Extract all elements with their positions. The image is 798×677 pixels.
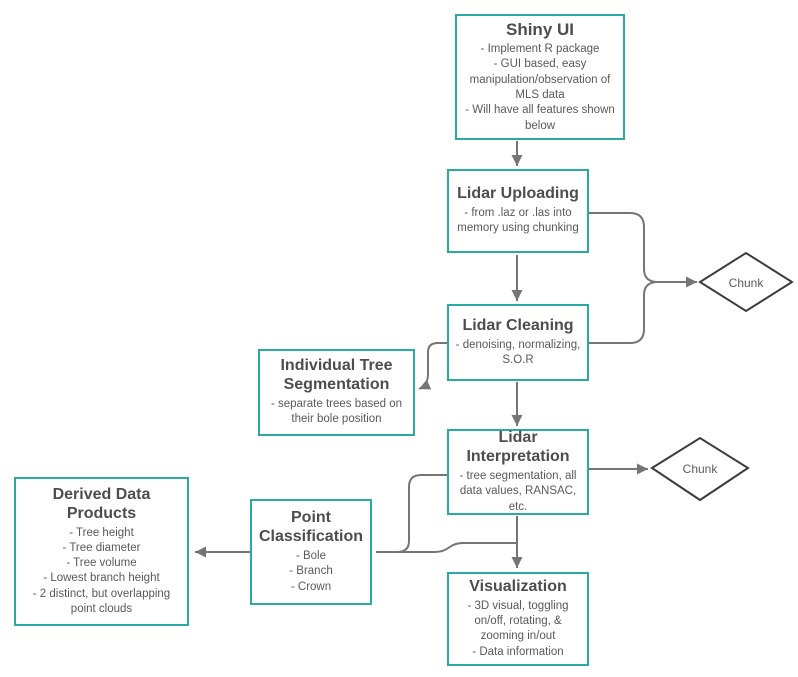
- shiny-ui-title: Shiny UI: [505, 20, 574, 40]
- visualization-body: - 3D visual, toggling on/off, rotating, …: [467, 599, 569, 658]
- node-lidar-uploading: Lidar Uploading - from .laz or .las into…: [447, 169, 589, 253]
- edge-lidar-cleaning-to-chunk-merge: [589, 281, 657, 344]
- visualization-title: Visualization: [469, 578, 567, 595]
- node-visualization: Visualization - 3D visual, toggling on/o…: [447, 572, 589, 666]
- edge-branch-to-point-classification: [376, 542, 517, 553]
- node-individual-tree-segmentation: Individual Tree Segmentation - separate …: [258, 349, 415, 436]
- lidar-uploading-title: Lidar Uploading: [457, 185, 579, 203]
- lidar-interpretation-body: - tree segmentation, all data values, RA…: [459, 469, 577, 513]
- edge-lidar-interpretation-to-point-classification: [376, 474, 448, 553]
- point-classification-body: - Bole - Branch - Crown: [289, 549, 333, 593]
- lidar-cleaning-title: Lidar Cleaning: [462, 316, 574, 334]
- derived-data-products-body: - Tree height - Tree diameter - Tree vol…: [32, 526, 171, 615]
- individual-tree-segmentation-body: - separate trees based on their bole pos…: [270, 398, 403, 426]
- chunk-1-label: Chunk: [728, 276, 764, 290]
- node-derived-data-products: Derived Data Products - Tree height - Tr…: [14, 477, 189, 626]
- chunk-2-label: Chunk: [682, 462, 718, 476]
- derived-data-products-title: Derived Data Products: [52, 485, 151, 522]
- shiny-ui-body: - Implement R package - GUI based, easy …: [465, 43, 615, 132]
- edge-lidar-cleaning-to-tree-segmentation: [418, 342, 448, 390]
- edge-lidar-uploading-to-chunk-merge: [589, 212, 657, 283]
- lidar-uploading-body: - from .laz or .las into memory using ch…: [457, 207, 579, 235]
- individual-tree-segmentation-title: Individual Tree Segmentation: [280, 357, 393, 394]
- node-shiny-ui: Shiny UI - Implement R package - GUI bas…: [455, 14, 625, 140]
- node-lidar-interpretation: Lidar Interpretation - tree segmentation…: [447, 429, 589, 515]
- chunk-diamond-2: [650, 436, 750, 502]
- node-point-classification: Point Classification - Bole - Branch - C…: [250, 499, 372, 605]
- chunk-diamond-1: [698, 251, 794, 313]
- node-lidar-cleaning: Lidar Cleaning - denoising, normalizing,…: [447, 304, 589, 381]
- lidar-cleaning-body: - denoising, normalizing, S.O.R: [455, 338, 581, 366]
- point-classification-title: Point Classification: [258, 509, 364, 546]
- lidar-interpretation-title: Lidar Interpretation: [466, 429, 570, 466]
